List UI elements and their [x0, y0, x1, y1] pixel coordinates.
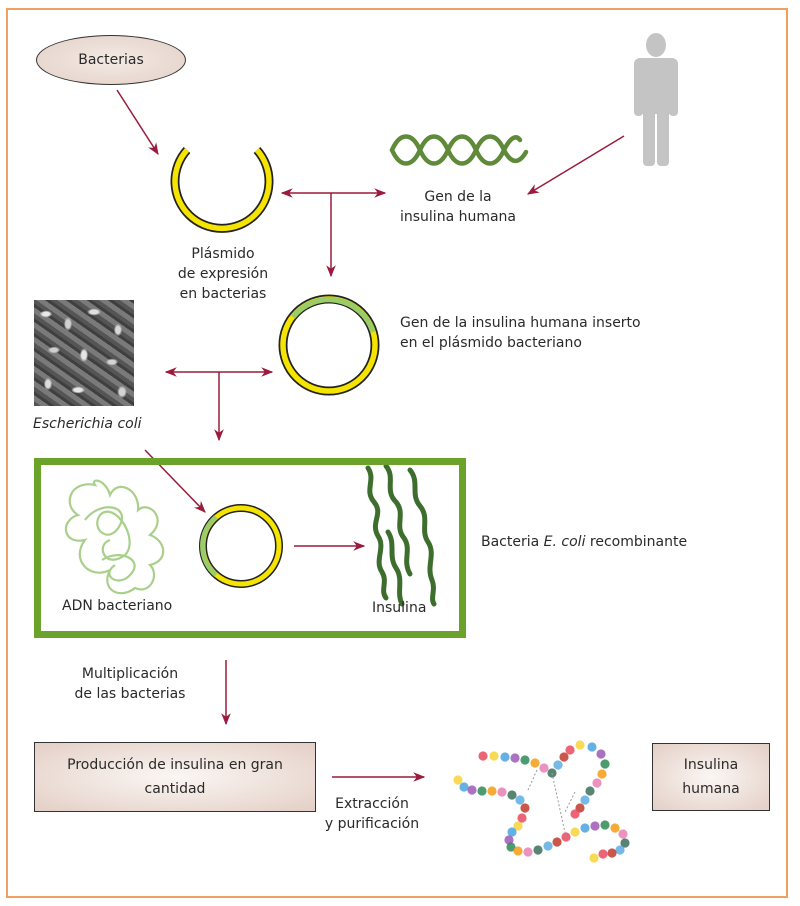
amino-acid-bead: [487, 786, 497, 796]
human-figure-icon: [634, 33, 678, 166]
amino-acid-bead: [615, 845, 625, 855]
amino-acid-bead: [607, 848, 617, 858]
arrow-bacterias-to-plasmid: [116, 89, 159, 156]
amino-acid-bead: [559, 752, 569, 762]
final-box-line2: humana: [682, 781, 740, 797]
bacterial-dna-label: ADN bacteriano: [62, 598, 173, 614]
amino-acid-bead: [552, 837, 562, 847]
production-box-line2: cantidad: [144, 781, 206, 797]
amino-acid-bead: [530, 758, 540, 768]
plasmid-in-bacteria-icon: [199, 504, 283, 588]
amino-acid-bead: [570, 809, 580, 819]
amino-acid-bead: [585, 786, 595, 796]
bacterial-dna-icon: [64, 479, 165, 595]
insulin-chains-icon: [365, 463, 437, 607]
amino-acid-bead: [598, 849, 608, 859]
inserted-gene-label-line1: Gen de la insulina humana inserto: [400, 315, 641, 331]
disulfide-bond: [551, 772, 567, 838]
amino-acid-bead: [610, 823, 620, 833]
bacterias-label: Bacterias: [78, 52, 144, 68]
amino-acid-bead: [453, 775, 463, 785]
amino-acid-bead: [589, 853, 599, 863]
insulin-label: Insulina: [372, 600, 427, 616]
amino-acid-bead: [467, 785, 477, 795]
amino-acid-bead: [590, 821, 600, 831]
amino-acid-bead: [517, 813, 527, 823]
amino-acid-bead: [459, 782, 469, 792]
gene-label: Gen de la insulina humana: [388, 187, 528, 227]
recombinant-label-suffix: recombinante: [585, 534, 688, 550]
recombinant-label-italic: E. coli: [543, 534, 586, 550]
inserted-gene-label-line2: en el plásmido bacteriano: [400, 335, 582, 351]
amino-acid-bead: [570, 827, 580, 837]
extraction-label-line1: Extracción: [335, 796, 409, 812]
amino-acid-bead: [513, 846, 523, 856]
amino-acid-bead: [504, 835, 514, 845]
plasmid-label-line3: en bacterias: [179, 286, 267, 302]
amino-acid-bead: [539, 763, 549, 773]
amino-acid-bead: [620, 838, 630, 848]
amino-acid-bead: [515, 795, 525, 805]
amino-acid-bead: [520, 755, 530, 765]
amino-acid-bead: [523, 847, 533, 857]
recombinant-bacteria-label: Bacteria E. coli recombinante: [481, 532, 687, 552]
diagram-frame: [6, 8, 788, 898]
amino-acid-bead: [600, 820, 610, 830]
amino-acid-bead: [477, 786, 487, 796]
gene-label-line2: insulina humana: [399, 209, 517, 225]
dna-helix-icon: [389, 134, 529, 166]
disulfide-bond: [564, 791, 576, 813]
amino-acid-bead: [596, 749, 606, 759]
insulin-molecule-icon: [453, 740, 630, 863]
final-insulin-box: Insulina humana: [652, 743, 770, 811]
amino-acid-bead: [500, 752, 510, 762]
multiplication-label-line2: de las bacterias: [74, 686, 186, 702]
amino-acid-bead: [533, 845, 543, 855]
amino-acid-bead: [497, 787, 507, 797]
ecoli-label: Escherichia coli: [33, 416, 142, 432]
plasmid-open-icon: [170, 147, 274, 233]
amino-acid-bead: [580, 823, 590, 833]
production-box-line1: Producción de insulina en gran: [67, 757, 283, 773]
amino-acid-bead: [513, 821, 523, 831]
amino-acid-bead: [592, 778, 602, 788]
amino-acid-bead: [587, 742, 597, 752]
amino-acid-bead: [618, 829, 628, 839]
amino-acid-bead: [520, 803, 530, 813]
amino-acid-bead: [553, 760, 563, 770]
recombinant-plasmid-icon: [278, 294, 380, 396]
final-box-line1: Insulina: [683, 757, 739, 773]
extraction-label: Extracción y purificación: [312, 794, 432, 834]
multiplication-label: Multiplicación de las bacterias: [60, 664, 200, 704]
amino-acid-bead: [489, 751, 499, 761]
gene-label-line1: Gen de la: [424, 189, 492, 205]
production-box: Producción de insulina en gran cantidad: [34, 742, 316, 812]
recombinant-bacteria-box: [34, 458, 466, 638]
amino-acid-bead: [565, 745, 575, 755]
amino-acid-bead: [507, 827, 517, 837]
plasmid-label: Plásmido de expresión en bacterias: [160, 244, 286, 304]
amino-acid-bead: [575, 740, 585, 750]
ecoli-micrograph: [34, 300, 134, 406]
amino-acid-bead: [507, 790, 517, 800]
multiplication-label-line1: Multiplicación: [81, 666, 179, 682]
disulfide-bond: [527, 769, 538, 791]
amino-acid-bead: [600, 759, 610, 769]
amino-acid-bead: [543, 841, 553, 851]
arrow-human-to-gene: [526, 135, 625, 195]
plasmid-label-line2: de expresión: [177, 266, 269, 282]
inserted-gene-label: Gen de la insulina humana inserto en el …: [400, 313, 641, 353]
amino-acid-bead: [580, 795, 590, 805]
bacterias-node: Bacterias: [36, 35, 186, 85]
plasmid-label-line1: Plásmido: [191, 246, 255, 262]
amino-acid-bead: [597, 769, 607, 779]
extraction-label-line2: y purificación: [324, 816, 420, 832]
amino-acid-bead: [510, 753, 520, 763]
amino-acid-bead: [506, 842, 516, 852]
recombinant-label-prefix: Bacteria: [481, 534, 544, 550]
amino-acid-bead: [478, 751, 488, 761]
